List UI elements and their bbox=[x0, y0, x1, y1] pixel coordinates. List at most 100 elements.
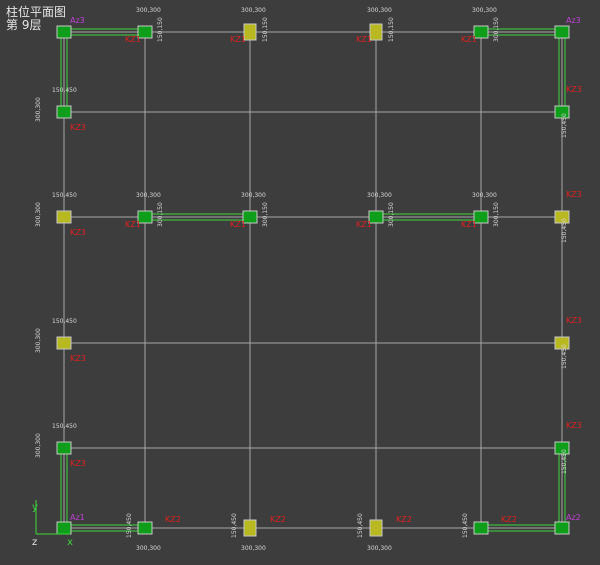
column-dim-a: 300,300 bbox=[136, 545, 161, 552]
column-box bbox=[554, 25, 570, 39]
column-name-label: KZ3 bbox=[70, 354, 86, 363]
z-axis-label: z bbox=[32, 537, 37, 548]
column-dim-a: 150,450 bbox=[52, 192, 77, 199]
column-box bbox=[56, 25, 72, 39]
column-dim-a: 300,300 bbox=[241, 7, 266, 14]
column-box bbox=[56, 105, 72, 119]
column-dim-b: 300,300 bbox=[35, 97, 42, 122]
column-box bbox=[56, 521, 72, 535]
column-name-label: KZ1 bbox=[356, 220, 372, 229]
axis-indicator: y x z bbox=[32, 500, 73, 548]
column-name-label: KZ3 bbox=[566, 190, 582, 199]
column-box bbox=[242, 210, 258, 224]
column-c17: KZ3 150,450 300,300 bbox=[35, 423, 86, 468]
column-name-label: KZ2 bbox=[501, 515, 517, 524]
column-dim-b: 150,150 bbox=[262, 17, 269, 42]
y-axis-label: y bbox=[32, 502, 38, 513]
column-name-label: KZ1 bbox=[230, 220, 246, 229]
column-box bbox=[554, 336, 570, 350]
column-dim-a: 300,300 bbox=[472, 192, 497, 199]
column-dim-b: 150,450 bbox=[231, 513, 238, 538]
column-name-label: KZ3 bbox=[70, 459, 86, 468]
column-box bbox=[473, 25, 489, 39]
column-box bbox=[554, 105, 570, 119]
column-box bbox=[369, 519, 383, 537]
column-dim-a: 300,300 bbox=[241, 192, 266, 199]
column-dim-a: 300,300 bbox=[367, 192, 392, 199]
column-name-label: KZ1 bbox=[125, 220, 141, 229]
column-c5: KZ1 300,300 300,150 bbox=[461, 7, 500, 44]
column-c19: Az1 bbox=[56, 513, 85, 535]
column-box bbox=[243, 23, 257, 41]
column-name-label: KZ3 bbox=[70, 228, 86, 237]
column-dim-b: 300,150 bbox=[157, 202, 164, 227]
grid-lines bbox=[63, 31, 563, 529]
column-c12: KZ1 300,300 300,150 bbox=[356, 192, 395, 229]
column-name-label: KZ3 bbox=[566, 421, 582, 430]
drawing-header: 柱位平面图 第 9层 bbox=[6, 6, 66, 32]
column-name-label: KZ1 bbox=[125, 35, 141, 44]
column-dim-a: 300,300 bbox=[367, 7, 392, 14]
floor-label: 第 9层 bbox=[6, 18, 42, 32]
column-c11: KZ1 300,300 300,150 bbox=[230, 192, 269, 229]
column-box bbox=[473, 521, 489, 535]
column-box bbox=[473, 210, 489, 224]
column-name-label: KZ1 bbox=[461, 220, 477, 229]
column-dim-a: 300,300 bbox=[241, 545, 266, 552]
column-name-label: Az3 bbox=[70, 16, 85, 25]
column-name-label: KZ1 bbox=[356, 35, 372, 44]
column-dim-a: 150,450 bbox=[52, 318, 77, 325]
column-dim-b: 300,150 bbox=[262, 202, 269, 227]
column-dim-a: 300,300 bbox=[136, 192, 161, 199]
column-dim-b: 150,450 bbox=[561, 344, 568, 369]
column-dim-b: 300,150 bbox=[493, 202, 500, 227]
column-dim-b: 150,450 bbox=[561, 218, 568, 243]
column-dim-b: 300,150 bbox=[388, 202, 395, 227]
column-name-label: Az1 bbox=[70, 513, 85, 522]
column-dim-a: 150,450 bbox=[52, 87, 77, 94]
column-name-label: KZ2 bbox=[165, 515, 181, 524]
column-dim-a: 300,300 bbox=[472, 7, 497, 14]
column-dim-b: 150,150 bbox=[388, 17, 395, 42]
x-axis-label: x bbox=[67, 537, 73, 548]
column-c1: Az3 bbox=[56, 16, 85, 39]
column-c6: Az3 bbox=[554, 16, 581, 39]
column-name-label: KZ1 bbox=[461, 35, 477, 44]
column-c15: KZ3 150,450 300,300 bbox=[35, 318, 86, 363]
column-name-label: KZ3 bbox=[566, 85, 582, 94]
column-dim-a: 150,450 bbox=[52, 423, 77, 430]
drawing-title: 柱位平面图 bbox=[6, 5, 67, 19]
column-name-label: Az3 bbox=[566, 16, 581, 25]
column-c4: KZ1 300,300 150,150 bbox=[356, 7, 395, 44]
column-dim-b: 300,150 bbox=[493, 17, 500, 42]
column-box bbox=[368, 210, 384, 224]
column-box bbox=[369, 23, 383, 41]
column-box bbox=[137, 521, 153, 535]
column-box bbox=[137, 25, 153, 39]
column-c10: KZ1 300,300 300,150 bbox=[125, 192, 164, 229]
column-dim-b: 150,150 bbox=[157, 17, 164, 42]
column-box bbox=[56, 210, 72, 224]
column-box bbox=[137, 210, 153, 224]
column-box bbox=[554, 210, 570, 224]
column-name-label: KZ2 bbox=[270, 515, 286, 524]
column-dim-a: 300,300 bbox=[136, 7, 161, 14]
column-c2: KZ1 300,300 150,150 bbox=[125, 7, 164, 44]
column-name-label: KZ1 bbox=[230, 35, 246, 44]
column-dim-b: 300,300 bbox=[35, 433, 42, 458]
column-c13: KZ1 300,300 300,150 bbox=[461, 192, 500, 229]
column-c24: Az2 bbox=[554, 513, 581, 535]
column-dim-b: 300,300 bbox=[35, 328, 42, 353]
